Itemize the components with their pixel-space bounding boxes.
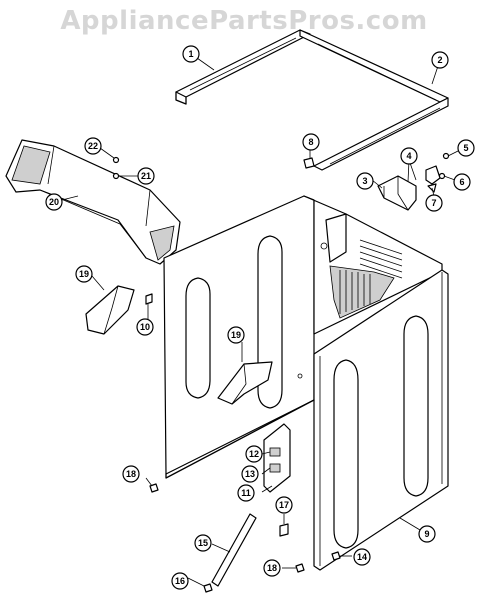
clip-part-17 <box>279 523 289 537</box>
callout-17: 17 <box>275 496 293 514</box>
callout-8: 8 <box>302 133 320 151</box>
svg-text:8: 8 <box>308 137 313 147</box>
watermark-logo: AppliancePartsPros.com <box>60 6 428 36</box>
svg-text:15: 15 <box>198 538 208 548</box>
svg-text:10: 10 <box>140 322 150 332</box>
callout-3: 3 <box>356 172 374 190</box>
leader-lines <box>61 57 461 587</box>
svg-text:13: 13 <box>245 469 255 479</box>
callout-11: 11 <box>237 484 255 502</box>
fastener-part-8 <box>303 157 315 169</box>
callout-9: 9 <box>418 525 436 543</box>
svg-text:19: 19 <box>231 330 241 340</box>
svg-text:7: 7 <box>431 198 436 208</box>
svg-text:3: 3 <box>362 176 367 186</box>
bracket-part-19-center <box>217 361 273 405</box>
svg-text:11: 11 <box>241 488 251 498</box>
callout-6: 6 <box>453 173 471 191</box>
switch-block-parts-11-12-13 <box>263 423 291 493</box>
fastener-part-10 <box>145 293 153 305</box>
callout-15: 15 <box>194 534 212 552</box>
callout-14: 14 <box>353 548 371 566</box>
bracket-part-19-left <box>85 285 135 335</box>
svg-text:20: 20 <box>49 197 59 207</box>
svg-text:9: 9 <box>424 529 429 539</box>
svg-text:18: 18 <box>126 469 136 479</box>
svg-text:17: 17 <box>279 500 289 510</box>
callout-1: 1 <box>182 45 200 63</box>
svg-text:5: 5 <box>463 143 468 153</box>
callout-13: 13 <box>241 465 259 483</box>
callout-19-left: 19 <box>75 265 93 283</box>
svg-text:19: 19 <box>79 269 89 279</box>
callout-21: 21 <box>137 167 155 185</box>
callout-18-bottom: 18 <box>263 559 281 577</box>
bracket-part-3 <box>377 175 417 211</box>
callout-16: 16 <box>171 572 189 590</box>
svg-text:21: 21 <box>141 171 151 181</box>
callout-22: 22 <box>84 137 102 155</box>
callout-12: 12 <box>245 445 263 463</box>
callout-7: 7 <box>425 194 443 212</box>
top-frame-part <box>175 29 449 171</box>
callout-19-center: 19 <box>227 326 245 344</box>
svg-text:18: 18 <box>267 563 277 573</box>
console-top-panel-part <box>5 139 181 265</box>
callout-2: 2 <box>431 51 449 69</box>
svg-text:12: 12 <box>249 449 259 459</box>
svg-text:16: 16 <box>175 576 185 586</box>
callout-4: 4 <box>400 147 418 165</box>
callout-20: 20 <box>45 193 63 211</box>
svg-text:6: 6 <box>459 177 464 187</box>
rod-part-15 <box>211 513 257 587</box>
svg-text:22: 22 <box>88 141 98 151</box>
svg-text:2: 2 <box>437 55 442 65</box>
cabinet-part <box>163 195 449 571</box>
clip-parts-5-6-7 <box>425 152 450 193</box>
svg-text:14: 14 <box>357 552 367 562</box>
callout-18-left: 18 <box>122 465 140 483</box>
svg-text:4: 4 <box>406 151 411 161</box>
callout-5: 5 <box>457 139 475 157</box>
svg-text:1: 1 <box>188 49 193 59</box>
screws <box>112 156 341 593</box>
callout-10: 10 <box>136 318 154 336</box>
